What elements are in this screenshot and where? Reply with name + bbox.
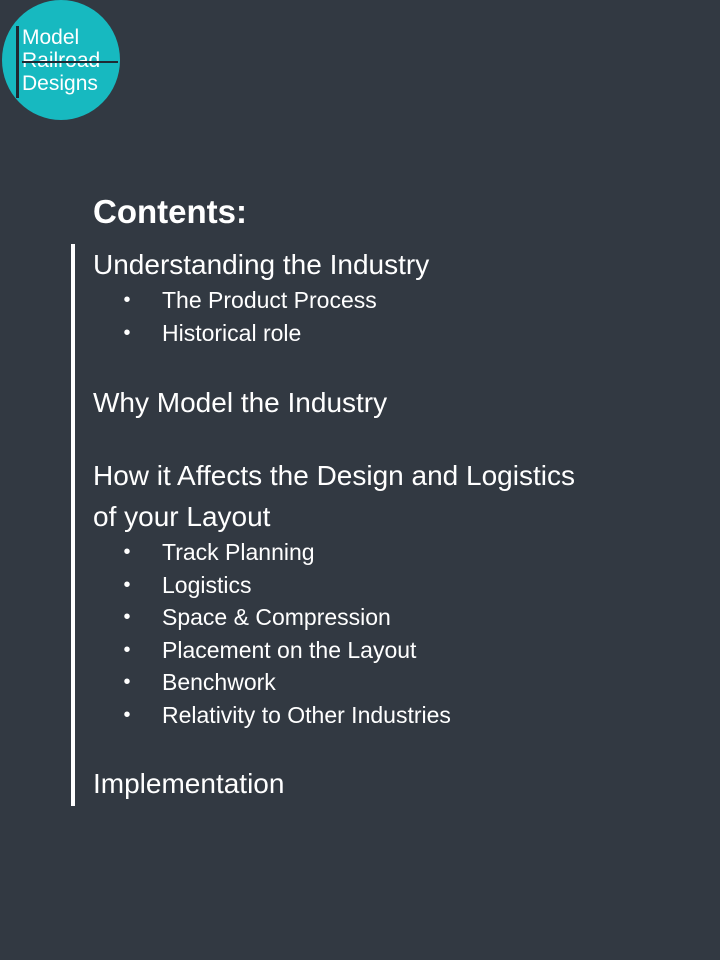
- logo-text-line-3: Designs: [22, 72, 98, 95]
- list-item-label: Relativity to Other Industries: [162, 701, 451, 728]
- contents-side-rule: [71, 244, 75, 806]
- section-title-understanding: Understanding the Industry: [93, 249, 430, 280]
- contents-title: Contents:: [93, 193, 247, 230]
- section-title-why-model: Why Model the Industry: [93, 387, 388, 418]
- list-item-label: Track Planning: [162, 539, 315, 565]
- logo-bar: [16, 26, 19, 98]
- list-item-label: Placement on the Layout: [162, 636, 417, 663]
- section-title-how-affects-line-1: How it Affects the Design and Logistics: [93, 460, 575, 491]
- bullet-icon: •: [123, 703, 131, 726]
- bullet-icon: •: [123, 541, 131, 563]
- logo-text-line-1: Model: [22, 26, 80, 49]
- bullet-icon: •: [123, 573, 131, 596]
- list-item-label: Logistics: [162, 571, 252, 598]
- logo-text-line-2: Railroad: [22, 49, 101, 72]
- bullet-icon: •: [123, 606, 131, 628]
- logo-rail-line: [22, 61, 118, 63]
- bullet-icon: •: [123, 321, 131, 344]
- section-title-how-affects-line-2: of your Layout: [93, 501, 271, 532]
- brand-logo: Model Railroad Designs: [2, 0, 120, 120]
- section-title-implementation: Implementation: [93, 768, 285, 799]
- list-item-label: Space & Compression: [162, 604, 391, 630]
- bullet-icon: •: [123, 289, 131, 311]
- list-item-label: The Product Process: [162, 287, 377, 313]
- bullet-icon: •: [123, 638, 131, 661]
- list-item-label: Historical role: [162, 319, 302, 346]
- list-item-label: Benchwork: [162, 669, 276, 695]
- bullet-icon: •: [123, 671, 131, 693]
